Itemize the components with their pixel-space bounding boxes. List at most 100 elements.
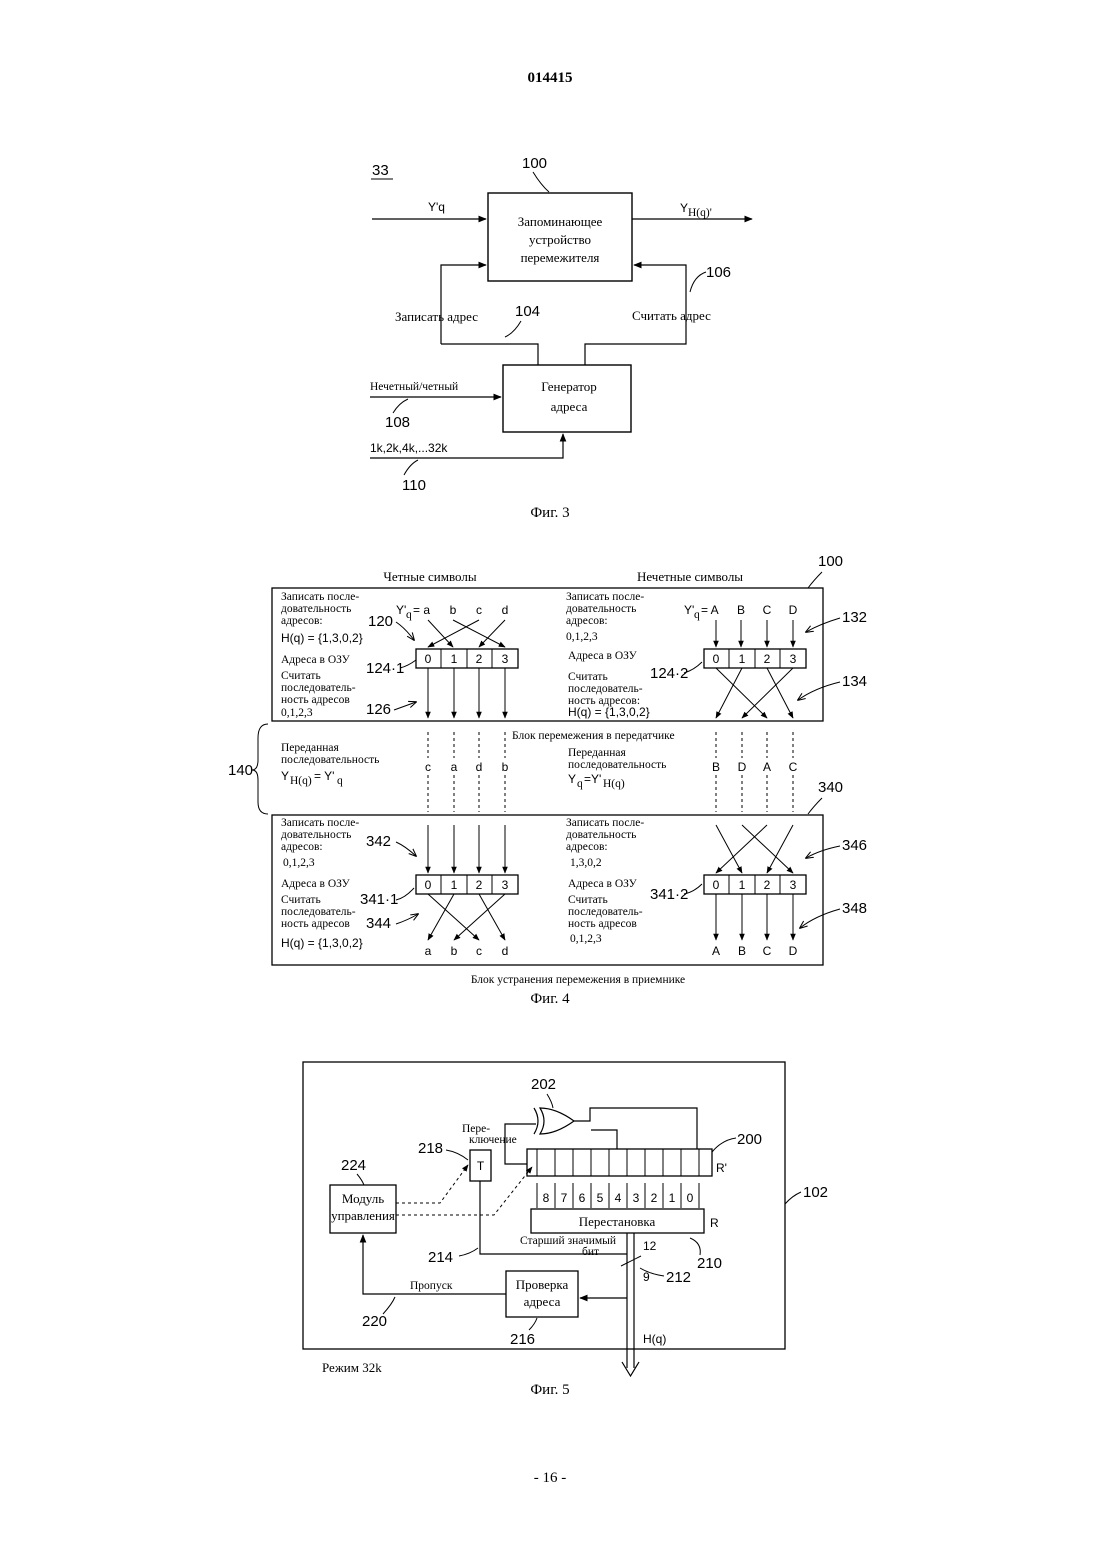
tx-odd-yq: Y': [684, 603, 694, 617]
rx-odd-out-b: B: [738, 944, 746, 958]
ref-210: 210: [697, 1255, 722, 1272]
ref-344: 344: [366, 915, 391, 932]
mode-label: Режим 32k: [322, 1360, 382, 1375]
tx-even-cell-1: 1: [451, 652, 458, 666]
rx-odd-write-l2: довательность: [566, 829, 636, 841]
tx-odd-sym-b: B: [737, 603, 745, 617]
rx-odd-cell-1: 1: [739, 878, 746, 892]
rx-even-hq: H(q) = {1,3,0,2}: [281, 936, 363, 950]
rx-even-write-l1: Записать после-: [281, 817, 359, 829]
r-label: R: [710, 1216, 719, 1230]
tx-odd-cell-1: 1: [739, 652, 746, 666]
tx-odd-transmitted-l1: Переданная: [568, 747, 626, 759]
check-label-1: Проверка: [516, 1277, 569, 1292]
ref-134: 134: [842, 673, 867, 690]
check-label-2: адреса: [524, 1294, 561, 1309]
tx-odd-cell-2: 2: [764, 652, 771, 666]
bit-4: 4: [615, 1191, 622, 1205]
rx-even-out-b: b: [451, 944, 458, 958]
rx-odd-read-l1: Считать: [568, 894, 608, 906]
tx-even-eq-y: Y: [281, 769, 289, 783]
tx-block-label: Блок перемежения в передатчике: [512, 730, 675, 742]
bit-8: 8: [543, 1191, 550, 1205]
even-symbols-heading: Четные символы: [383, 569, 476, 584]
control-label-1: Модуль: [342, 1191, 384, 1206]
t-label: T: [477, 1159, 485, 1173]
generator-label-1: Генератор: [541, 379, 596, 394]
rx-odd-read-l2: последователь-: [568, 906, 643, 918]
tx-even-yq-sub: q: [406, 609, 412, 621]
bus-width-12: 12: [643, 1239, 657, 1253]
rx-even-cell-1: 1: [451, 878, 458, 892]
tx-odd-cell-3: 3: [790, 652, 797, 666]
rx-even-out-c: c: [476, 944, 482, 958]
tx-odd-yq-eq: = A: [701, 603, 719, 617]
rx-odd-out-a: A: [712, 944, 720, 958]
write-address-label: Записать адрес: [395, 309, 478, 324]
tx-even-eq-y-sub: H(q): [290, 775, 312, 787]
rx-odd-write-l3: адресов:: [566, 841, 608, 853]
rx-odd-read-seq: 0,1,2,3: [570, 933, 602, 945]
tx-even-yq: Y': [396, 603, 406, 617]
ref-110: 110: [402, 477, 426, 494]
ref-212: 212: [666, 1269, 691, 1286]
ref-342: 342: [366, 833, 391, 850]
tx-odd-write-l2: довательность: [566, 603, 636, 615]
tx-odd-read-l1: Считать: [568, 671, 608, 683]
output-label-sub: H(q)': [688, 207, 712, 219]
transmitted-odd-0: B: [712, 760, 720, 774]
page-number: - 16 -: [534, 1470, 567, 1486]
transmitted-odd-2: A: [763, 760, 771, 774]
rx-even-write-l3: адресов:: [281, 841, 323, 853]
rx-even-read-l2: последователь-: [281, 906, 356, 918]
figure-5-caption: Фиг. 5: [530, 1382, 569, 1398]
ref-100-fig4: 100: [818, 553, 843, 570]
tx-even-eq-rhs-sub: q: [337, 775, 343, 787]
tx-odd-write-seq: 0,1,2,3: [566, 631, 598, 643]
ref-214: 214: [428, 1249, 453, 1266]
generator-label-2: адреса: [551, 399, 588, 414]
tx-odd-sym-d: D: [789, 603, 798, 617]
bit-5: 5: [597, 1191, 604, 1205]
ref-106: 106: [706, 264, 731, 281]
ref-104: 104: [515, 303, 540, 320]
rx-odd-cell-3: 3: [790, 878, 797, 892]
ref-200: 200: [737, 1131, 762, 1148]
tx-odd-hq: H(q) = {1,3,0,2}: [568, 705, 650, 719]
switch-label-2: ключение: [469, 1134, 517, 1146]
tx-even-transmitted-l2: последовательность: [281, 754, 379, 766]
rx-even-write-l2: довательность: [281, 829, 351, 841]
tx-even-write-l3: адресов:: [281, 615, 323, 627]
transmitted-odd-3: C: [789, 760, 798, 774]
odd-even-label: Нечетный/четный: [370, 381, 458, 393]
rx-even-cell-0: 0: [425, 878, 432, 892]
bit-7: 7: [561, 1191, 568, 1205]
ref-224: 224: [341, 1157, 366, 1174]
transmitted-even-3: b: [502, 760, 509, 774]
tx-odd-transmitted-l2: последовательность: [568, 759, 666, 771]
bit-6: 6: [579, 1191, 586, 1205]
transmitted-odd-1: D: [738, 760, 747, 774]
rx-odd-ram: Адреса в ОЗУ: [568, 878, 638, 890]
tx-even-eq-rhs: = Y': [314, 769, 334, 783]
input-label: Y'q: [428, 200, 445, 214]
rx-even-out-d: d: [502, 944, 509, 958]
odd-symbols-heading: Нечетные символы: [637, 569, 743, 584]
tx-even-read-l1: Считать: [281, 670, 321, 682]
ref-341-1: 341·1: [360, 891, 398, 908]
tx-odd-eq-y: Y: [568, 772, 576, 786]
tx-odd-eq-y-sub: q: [577, 778, 583, 790]
figure-3-caption: Фиг. 3: [530, 505, 569, 521]
tx-even-write-l2: довательность: [281, 603, 351, 615]
rx-block-label: Блок устранения перемежения в приемнике: [471, 974, 685, 986]
transmitted-even-1: a: [451, 760, 458, 774]
figure-3: 33 100 Запоминающее устройство перемежит…: [370, 155, 752, 521]
tx-even-sym-b: b: [450, 603, 457, 617]
ref-202: 202: [531, 1076, 556, 1093]
ref-126: 126: [366, 701, 391, 718]
tx-odd-ram: Адреса в ОЗУ: [568, 650, 638, 662]
tx-odd-eq-rhs: =Y': [584, 772, 601, 786]
tx-odd-read-l2: последователь-: [568, 683, 643, 695]
rx-odd-out-d: D: [789, 944, 798, 958]
